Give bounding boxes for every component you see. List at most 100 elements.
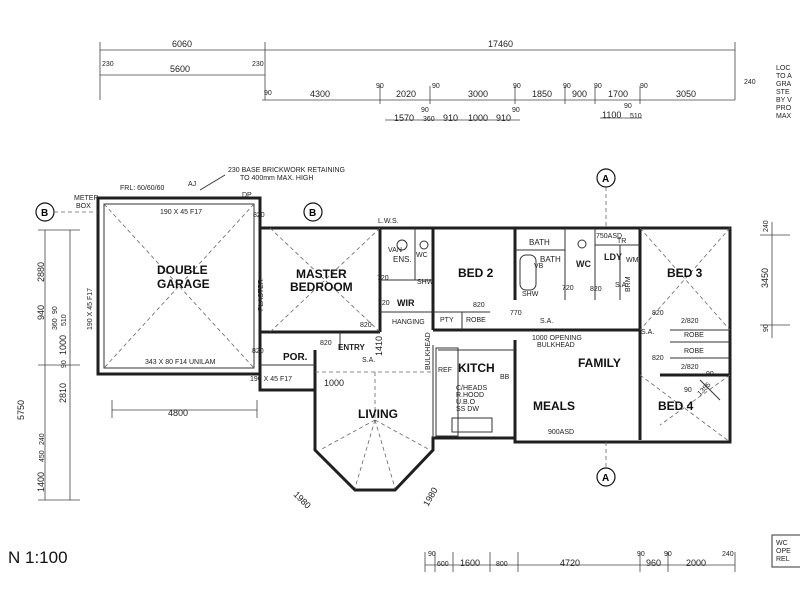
dim-910a: 910	[443, 113, 458, 123]
dim-int-820a: 820	[253, 212, 265, 219]
room-meals: MEALS	[533, 399, 575, 413]
room-living: LIVING	[358, 407, 398, 421]
note-lws: L.W.S.	[378, 218, 399, 225]
dim-3000: 3000	[468, 89, 488, 99]
note-kitch-l1: C/HEADS	[456, 385, 487, 392]
dim-row3-90a: 90	[264, 90, 272, 97]
room-garage-line2: GARAGE	[157, 277, 210, 291]
dim-230-left: 230	[102, 61, 114, 68]
room-bed3: BED 3	[667, 266, 703, 280]
dim-5600: 5600	[170, 64, 190, 74]
room-bed2: BED 2	[458, 266, 494, 280]
room-bath-top: BATH	[529, 238, 550, 247]
room-robe-bed4: ROBE	[684, 348, 704, 355]
room-master-line1: MASTER	[296, 267, 347, 281]
note-frl: FRL: 60/60/60	[120, 185, 164, 192]
note-lintel: 343 X 80 F14 UNILAM	[145, 359, 216, 366]
dim-int-820c: 820	[473, 302, 485, 309]
dim-int-750asd: 750ASD	[596, 233, 622, 240]
dim-row4-90a: 90	[421, 107, 429, 114]
dim-90-left-b: 90	[61, 360, 68, 368]
label-bulkhead: BULKHEAD	[425, 332, 432, 370]
note-opening-l2: BULKHEAD	[537, 342, 575, 349]
dim-1980-right: 1980	[421, 486, 440, 508]
dim-int-1000: 1000	[324, 378, 344, 388]
dim-bottom-800: 800	[496, 561, 508, 568]
drawing-scale: N 1:100	[8, 548, 68, 567]
top-dimensions: 6060 17460 230 230 5600 240 90 4300 90 2…	[99, 39, 756, 123]
right-dimensions: 240 3450 90	[760, 220, 790, 338]
note-meter-l1: METER	[74, 195, 99, 202]
bottom-dimensions: 90 600 1600 800 4720 90 960 90 2000 240 …	[111, 400, 736, 572]
room-laundry: LDY	[604, 252, 622, 262]
label-shower-bath: SHW	[522, 291, 539, 298]
dim-int-820e: 820	[252, 348, 264, 355]
dim-int-720c: 720	[562, 285, 574, 292]
room-entry: ENTRY	[338, 343, 365, 352]
note-robe-2820b: 2/820	[681, 364, 699, 371]
room-robe-bed3: ROBE	[684, 332, 704, 339]
dim-int-900asd: 900ASD	[548, 429, 574, 436]
dim-bottom-240: 240	[722, 551, 734, 558]
dim-bottom-4720: 4720	[560, 558, 580, 568]
dim-910b: 910	[496, 113, 511, 123]
room-family: FAMILY	[578, 356, 621, 370]
dim-2020: 2020	[396, 89, 416, 99]
dim-int-90a: 90	[684, 387, 692, 394]
dim-360: 360	[423, 116, 435, 123]
room-labels: MASTER BEDROOM BED 2 BED 3 BED 4 FAMILY …	[283, 238, 704, 421]
note-sa-entry: S.A.	[362, 357, 375, 364]
svg-text:REL: REL	[776, 556, 790, 563]
dim-1980-left: 1980	[292, 489, 313, 510]
note-sa-hall: S.A.	[540, 318, 553, 325]
note-sa-ldy: S.A.	[615, 282, 628, 289]
dim-6060: 6060	[172, 39, 192, 49]
label-wm: WM	[626, 257, 639, 264]
section-b-left: B	[35, 202, 55, 222]
note-beam-left: 190 X 45 F17	[87, 288, 94, 330]
dim-bottom-90b: 90	[637, 551, 645, 558]
room-master-line2: BEDROOM	[290, 280, 353, 294]
room-pantry: PTY	[440, 317, 454, 324]
dim-row3-90d: 90	[513, 83, 521, 90]
dim-1000: 1000	[468, 113, 488, 123]
dim-240-top: 240	[744, 79, 756, 86]
dim-240-right: 240	[763, 220, 770, 232]
dim-360-left: 360	[52, 318, 59, 330]
svg-text:GRA: GRA	[776, 81, 792, 88]
room-ens: ENS.	[393, 255, 412, 264]
note-kitch-l2: R.HOOD	[456, 392, 484, 399]
dim-510-left: 510	[61, 314, 68, 326]
label-hanging: HANGING	[392, 319, 425, 326]
dim-4300: 4300	[310, 89, 330, 99]
dim-row4-90c: 90	[624, 103, 632, 110]
dim-bottom-960: 960	[646, 558, 661, 568]
svg-text:WC: WC	[776, 540, 788, 547]
svg-text:TO A: TO A	[776, 73, 792, 80]
annotations: 230 BASE BRICKWORK RETAINING TO 400mm MA…	[188, 167, 699, 413]
svg-text:STE: STE	[776, 89, 790, 96]
note-sa-family: S.A.	[641, 329, 654, 336]
svg-text:LOC: LOC	[776, 65, 790, 72]
dim-int-720a: 720	[377, 275, 389, 282]
dim-230-right: 230	[252, 61, 264, 68]
svg-text:MAX: MAX	[776, 113, 792, 120]
dim-1570: 1570	[394, 113, 414, 123]
dim-5750: 5750	[16, 400, 26, 420]
dim-row3-90c: 90	[432, 83, 440, 90]
dim-bottom-2000: 2000	[686, 558, 706, 568]
dim-1700: 1700	[608, 89, 628, 99]
note-beam-garage: 190 X 45 F17	[160, 209, 202, 216]
dim-2810: 2810	[58, 383, 68, 403]
note-dp: DP	[242, 192, 252, 199]
dim-1850: 1850	[532, 89, 552, 99]
dim-row4-90b: 90	[512, 107, 520, 114]
note-opening-l1: 1000 OPENING	[532, 335, 582, 342]
left-dimensions: 2880 940 360 90 510 1000 90 2810 5750 24…	[16, 229, 80, 501]
dim-int-820f: 820	[652, 310, 664, 317]
note-kitch-l4: SS DW	[456, 406, 479, 413]
dim-int-720b: 720	[378, 300, 390, 307]
dim-3450: 3450	[760, 268, 770, 288]
section-markers: A A B B	[35, 168, 616, 487]
dim-int-820h: 820	[320, 340, 332, 347]
